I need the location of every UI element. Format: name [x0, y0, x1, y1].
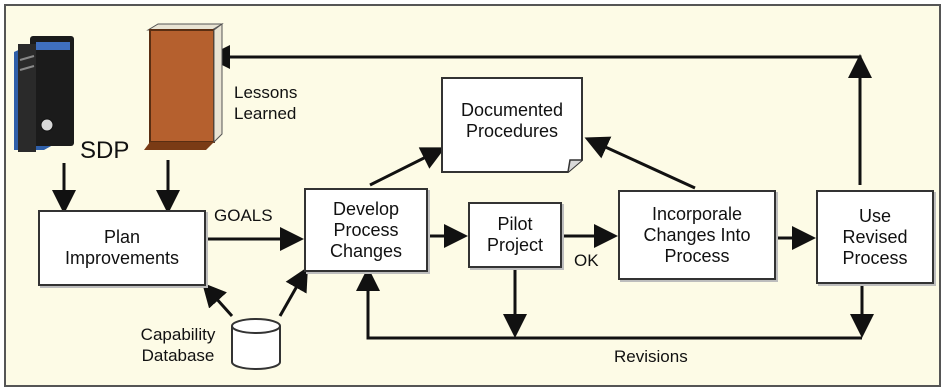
- plan-improvements-box: Plan Improvements: [38, 210, 206, 286]
- revisions-label: Revisions: [614, 347, 688, 366]
- pilot-project-label: Pilot Project: [486, 214, 544, 255]
- incorporate-changes-box: Incorporale Changes Into Process: [618, 190, 776, 280]
- goals-label: GOALS: [214, 206, 273, 225]
- database-cylinder-icon: [231, 318, 281, 370]
- ok-label: OK: [574, 251, 599, 270]
- pilot-project-box: Pilot Project: [468, 202, 562, 268]
- develop-process-box: Develop Process Changes: [304, 188, 428, 272]
- plan-improvements-label: Plan Improvements: [64, 227, 180, 268]
- arrow-revisions: [356, 267, 862, 340]
- lessons-learned-label: Lessons Learned: [234, 83, 298, 123]
- capability-database-label: Capability Database: [140, 325, 216, 365]
- arrow-develop-to-documented: [369, 147, 446, 187]
- documented-paper: [441, 77, 583, 173]
- use-revised-process-box: Use Revised Process: [816, 190, 934, 284]
- sdp-label: SDP: [80, 137, 130, 164]
- documented-procedures-label: Documented Procedures: [460, 100, 564, 141]
- use-revised-process-label: Use Revised Process: [842, 205, 908, 268]
- arrow-db-to-develop: [278, 266, 308, 317]
- develop-process-label: Develop Process Changes: [329, 198, 403, 261]
- binder-icon: [14, 36, 74, 152]
- incorporate-changes-label: Incorporale Changes Into Process: [643, 203, 751, 266]
- book-icon: [144, 23, 224, 150]
- arrow-db-to-plan: [201, 282, 234, 318]
- arrow-incorporate-to-documented: [584, 136, 696, 190]
